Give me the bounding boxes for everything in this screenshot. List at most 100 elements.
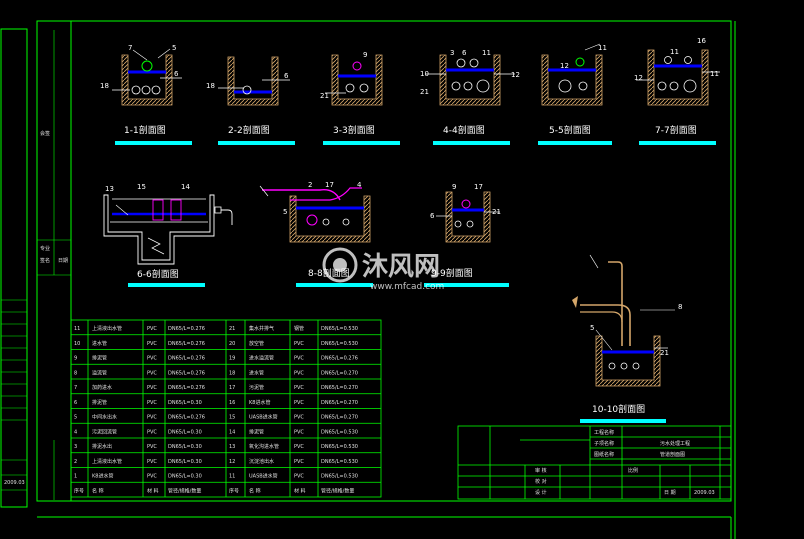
table-cell-right: 放空管 bbox=[249, 340, 264, 347]
table-cell-left: 3 bbox=[74, 444, 77, 450]
sec6-label-15: 15 bbox=[137, 183, 146, 191]
tb-project-name: 污水处理工程 bbox=[660, 440, 690, 447]
table-cell-left: 10 bbox=[74, 341, 80, 347]
strip-label-sign: 会签 bbox=[40, 130, 50, 137]
table-cell-left: 上清液出水管 bbox=[92, 325, 122, 332]
sec8-label-2: 2 bbox=[308, 181, 312, 189]
sec10-label-8: 8 bbox=[678, 303, 682, 311]
strip-label-date: 日期 bbox=[58, 258, 68, 264]
table-cell-left: 材 料 bbox=[147, 487, 159, 494]
section-title-6: 6-6剖面图 bbox=[137, 268, 179, 280]
sec8-label-4: 4 bbox=[357, 181, 362, 189]
table-cell-left: 排泥管 bbox=[92, 355, 107, 362]
table-cell-right: 11 bbox=[229, 474, 235, 480]
tb-row-subitem: 子项名称 bbox=[594, 440, 614, 447]
sec4-label-12: 12 bbox=[511, 71, 520, 79]
table-cell-left: DN65/L=0.276 bbox=[168, 415, 205, 421]
table-cell-right: 18 bbox=[229, 370, 235, 376]
table-cell-right: DN65/L=0.530 bbox=[321, 444, 358, 450]
sec4-label-11: 11 bbox=[482, 49, 491, 57]
table-cell-left: PVC bbox=[147, 415, 157, 421]
sec2-label-6: 6 bbox=[284, 72, 289, 80]
table-cell-left: 2 bbox=[74, 459, 77, 465]
section-title-10: 10-10剖面图 bbox=[592, 403, 645, 415]
table-cell-left: PVC bbox=[147, 474, 157, 480]
table-cell-left: PVC bbox=[147, 326, 157, 332]
sec4-label-10: 10 bbox=[420, 70, 429, 78]
table-cell-right: PVC bbox=[294, 415, 304, 421]
table-cell-right: K8进水管 bbox=[249, 399, 270, 406]
section-title-9: 9-9剖面图 bbox=[431, 267, 473, 279]
table-cell-right: DN65/L=0.530 bbox=[321, 429, 358, 435]
sec1-label-6: 6 bbox=[174, 70, 179, 78]
table-cell-left: 7 bbox=[74, 385, 77, 391]
strip-label-name: 签名 bbox=[40, 257, 50, 264]
table-cell-left: 6 bbox=[74, 400, 77, 406]
section-3-3: 9 21 3-3剖面图 bbox=[320, 51, 400, 145]
sec7-label-11b: 11 bbox=[710, 70, 719, 78]
table-cell-right: DN65/L=0.530 bbox=[321, 474, 358, 480]
section-1-1: 7 5 18 6 1-1剖面图 bbox=[100, 44, 192, 145]
table-cell-right: PVC bbox=[294, 385, 304, 391]
table-cell-right: 19 bbox=[229, 356, 235, 362]
left-sign-strip bbox=[1, 30, 71, 500]
table-cell-right: 集水井排气 bbox=[249, 325, 274, 332]
sec8-label-5: 5 bbox=[283, 208, 287, 216]
sec1-label-7: 7 bbox=[128, 44, 132, 52]
table-cell-right: DN65/L=0.530 bbox=[321, 459, 358, 465]
table-cell-left: PVC bbox=[147, 341, 157, 347]
tb-row-project: 工程名称 bbox=[594, 429, 614, 436]
materials-table bbox=[70, 319, 382, 498]
sec4-label-6: 6 bbox=[462, 49, 467, 57]
table-cell-left: 9 bbox=[74, 356, 77, 362]
table-cell-left: DN65/L=0.30 bbox=[168, 400, 202, 406]
section-title-5: 5-5剖面图 bbox=[549, 124, 591, 136]
tb-review: 审 核 bbox=[535, 467, 547, 474]
table-cell-left: PVC bbox=[147, 370, 157, 376]
sec10-label-21: 21 bbox=[660, 349, 669, 357]
section-9-9: 9 17 6 21 9-9剖面图 bbox=[424, 183, 509, 287]
table-cell-right: 污泥管 bbox=[249, 384, 264, 391]
sec7-label-12: 12 bbox=[634, 74, 643, 82]
table-cell-left: 中间水出水 bbox=[92, 414, 117, 421]
table-cell-right: 沉淀池出水 bbox=[249, 458, 274, 465]
strip-date: 2009.03 bbox=[4, 480, 25, 486]
table-cell-right: PVC bbox=[294, 444, 304, 450]
watermark-brand: 沐风网 bbox=[362, 252, 440, 282]
sec9-label-21: 21 bbox=[492, 208, 501, 216]
table-cell-right: 管径/规格/数量 bbox=[321, 487, 354, 494]
section-title-4: 4-4剖面图 bbox=[443, 124, 485, 136]
table-cell-right: 材 料 bbox=[294, 487, 306, 494]
tb-drawing-name: 管道剖面图 bbox=[660, 451, 685, 458]
table-cell-left: 溢流管 bbox=[92, 369, 107, 376]
sec9-label-17: 17 bbox=[474, 183, 483, 191]
table-cell-left: 名 称 bbox=[92, 487, 104, 494]
table-cell-left: 11 bbox=[74, 326, 80, 332]
table-cell-left: 管径/规格/数量 bbox=[168, 487, 201, 494]
table-cell-left: PVC bbox=[147, 459, 157, 465]
sec9-label-9: 9 bbox=[452, 183, 456, 191]
table-cell-right: DN65/L=0.270 bbox=[321, 415, 358, 421]
title-block bbox=[457, 425, 732, 500]
table-cell-right: 21 bbox=[229, 326, 235, 332]
sec7-label-11: 11 bbox=[670, 48, 679, 56]
sec7-label-16: 16 bbox=[697, 37, 706, 45]
sec2-label-18: 18 bbox=[206, 82, 215, 90]
section-title-1: 1-1剖面图 bbox=[124, 124, 166, 136]
table-cell-left: 排泥管 bbox=[92, 399, 107, 406]
table-cell-left: 8 bbox=[74, 370, 77, 376]
table-cell-right: DN65/L=0.530 bbox=[321, 341, 358, 347]
section-title-2: 2-2剖面图 bbox=[228, 124, 270, 136]
table-cell-right: 钢管 bbox=[294, 325, 304, 332]
table-cell-left: DN65/L=0.276 bbox=[168, 326, 205, 332]
table-cell-right: PVC bbox=[294, 356, 304, 362]
table-cell-right: 13 bbox=[229, 444, 235, 450]
table-cell-left: 4 bbox=[74, 429, 77, 435]
section-6-6: 13 15 14 6-6剖面图 bbox=[103, 183, 233, 287]
tb-check: 校 对 bbox=[535, 478, 547, 485]
table-cell-left: PVC bbox=[147, 385, 157, 391]
table-cell-left: 排泥水出 bbox=[92, 443, 112, 450]
table-cell-left: DN65/L=0.276 bbox=[168, 385, 205, 391]
table-cell-left: 序号 bbox=[74, 487, 84, 494]
